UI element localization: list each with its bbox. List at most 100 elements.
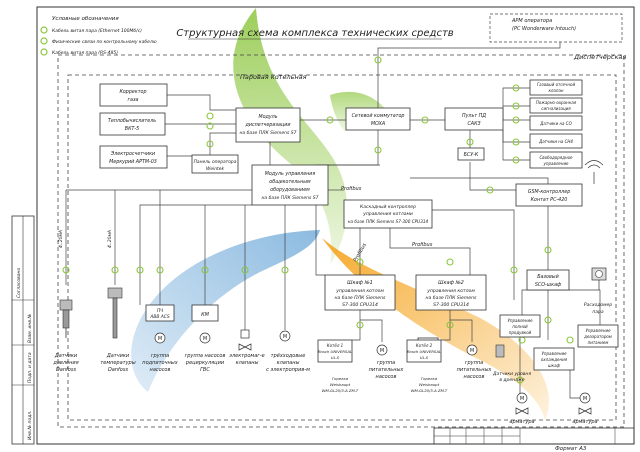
svg-text:насосов: насосов: [376, 374, 397, 380]
block-fire-alarm-signal[interactable]: Пожарно-охранная сигнализация: [529, 97, 583, 114]
steam-flowmeter: Расходомер пара: [584, 267, 612, 315]
block-free-control[interactable]: Свободорядное управление: [529, 151, 583, 169]
page-title: Структурная схема комплекса технических …: [176, 28, 453, 39]
svg-text:управление: управление: [542, 161, 569, 166]
block-bsu[interactable]: БСУ-К: [457, 147, 485, 161]
svg-text:клапан: клапан: [548, 88, 563, 93]
svg-text:общекотельным: общекотельным: [269, 179, 311, 185]
block-ch4-sensors[interactable]: Датчики на CH4: [529, 133, 583, 149]
svg-text:Датчики: Датчики: [54, 353, 78, 359]
svg-text:клапаны: клапаны: [277, 360, 300, 366]
block-heat-calculator[interactable]: Теплобычислитель ВКТ-5: [99, 112, 166, 136]
valve-icon: [238, 329, 592, 415]
stamp-sign-date: Подп. и дата: [27, 352, 33, 383]
block-corrector[interactable]: Корректор газа: [99, 83, 168, 107]
svg-text:Расходомер: Расходомер: [584, 302, 612, 308]
svg-text:управления котлом: управления котлом: [335, 289, 384, 294]
block-operator-panel[interactable]: Панель оператора Weintek: [191, 154, 239, 174]
block-boiler-2[interactable]: Котёл 2 Bosch UNIVERSAL UL-S: [406, 339, 442, 363]
sheet-format: Формат А3: [555, 446, 587, 452]
stamp-agreed: Согласовано: [16, 268, 22, 298]
label-profibus-1: Profibus: [341, 186, 362, 192]
svg-text:Датчики уровня: Датчики уровня: [492, 371, 531, 377]
svg-text:САКЗ: САКЗ: [467, 121, 480, 127]
label-4-20ma-1: 4..20мА: [58, 230, 64, 248]
svg-text:управления котлами: управления котлами: [362, 212, 413, 217]
dispatch-zone: [57, 54, 625, 428]
block-pd-sakz[interactable]: Пульт ПД САКЗ: [444, 107, 504, 131]
svg-text:Панель оператора: Панель оператора: [194, 159, 237, 165]
svg-text:насосов: насосов: [150, 367, 171, 373]
operator-workstation-box[interactable]: [489, 13, 623, 43]
svg-text:ПЧ: ПЧ: [157, 308, 163, 314]
svg-text:Weishaupt: Weishaupt: [330, 382, 351, 387]
temperature-sensor-icon: [107, 287, 123, 339]
svg-text:Контат PC-420: Контат PC-420: [531, 197, 568, 203]
block-gas-valve-signal[interactable]: Газовый отсечной клапан: [529, 79, 583, 96]
caption-temperature-sensors: Датчики температуры Danfoss: [100, 353, 135, 373]
svg-text:Электросчетчики: Электросчетчики: [110, 151, 155, 157]
burner-1-caption: Горелка Weishaupt WM-GL20/3-A ZM-T: [322, 376, 359, 393]
block-deaerator-control[interactable]: Управление деаэратором питанием: [577, 324, 619, 348]
svg-text:UL-S: UL-S: [420, 355, 429, 360]
svg-text:Управление: Управление: [541, 351, 567, 356]
svg-text:Шкаф №2: Шкаф №2: [438, 280, 464, 286]
svg-text:охлаждения: охлаждения: [541, 357, 568, 362]
svg-text:оборудованием: оборудованием: [270, 187, 310, 193]
svg-text:рециркуляции: рециркуляции: [185, 360, 225, 366]
svg-text:управления котлом: управления котлом: [426, 289, 475, 294]
svg-text:M: M: [380, 348, 384, 354]
svg-text:подпиточных: подпиточных: [142, 360, 177, 366]
svg-text:клапаны: клапаны: [236, 360, 259, 366]
block-cooling-control[interactable]: Управление охлаждения шкаф: [533, 347, 575, 371]
svg-text:диспетчеризации: диспетчеризации: [245, 123, 291, 128]
drain-sensor-icon: [495, 344, 505, 358]
svg-text:питательных: питательных: [369, 367, 404, 373]
block-dispatch-module[interactable]: Модуль диспетчеризации на базе ПЛК Sieme…: [235, 107, 301, 143]
block-cascade-controller[interactable]: Каскадный контроллер управления котлами …: [343, 199, 433, 229]
svg-text:UL-S: UL-S: [331, 355, 340, 360]
block-network-switch[interactable]: Сетевой коммутатор MOXA: [345, 107, 411, 131]
legend-heading: Условные обозначения: [52, 16, 119, 22]
svg-text:трёхходовые: трёхходовые: [271, 353, 306, 359]
block-gsm-controller[interactable]: GSM-контроллер Контат PC-420: [515, 183, 583, 207]
block-contactor[interactable]: КМ: [191, 304, 219, 322]
svg-text:Управление: Управление: [585, 328, 611, 333]
block-abb-drive[interactable]: ПЧ ABB ACS: [145, 304, 175, 322]
caption-electromagnetic-valves: электромаг-е клапаны: [229, 353, 265, 366]
svg-text:Базовый: Базовый: [537, 274, 558, 280]
svg-text:Шкаф №1: Шкаф №1: [347, 280, 373, 286]
block-electricity-meter[interactable]: Электросчетчики Меркурий АРТМ-03: [99, 145, 168, 169]
svg-text:температуры: температуры: [100, 360, 135, 366]
svg-text:M: M: [470, 348, 474, 354]
svg-text:в дренаже: в дренаже: [499, 378, 525, 383]
svg-text:пара: пара: [592, 310, 604, 315]
svg-text:Модуль: Модуль: [258, 114, 277, 120]
legend-item-ethernet: Кабель витая пара (Ethernet 100Мб/с): [52, 28, 142, 34]
svg-text:WM-GL20/3-A ZM-T: WM-GL20/3-A ZM-T: [411, 388, 448, 393]
svg-text:MOXA: MOXA: [371, 121, 385, 127]
svg-text:КМ: КМ: [201, 312, 210, 318]
block-cabinet-2[interactable]: Шкаф №2 управления котлом на базе ПЛК Si…: [415, 274, 487, 311]
block-main-plc[interactable]: Модуль управления общекотельным оборудов…: [251, 164, 329, 206]
block-base-sco[interactable]: Базовый SCO-шкаф: [526, 269, 570, 291]
svg-text:S7-300 CPU314: S7-300 CPU314: [433, 302, 469, 308]
block-blowdown-control[interactable]: Управление полной продувкой: [499, 314, 541, 338]
svg-text:Управление: Управление: [507, 318, 533, 323]
svg-text:БСУ-К: БСУ-К: [464, 152, 479, 158]
svg-text:группа: группа: [465, 360, 483, 366]
sheet-frame: [36, 6, 635, 445]
svg-text:на базе ПЛК Siemens S7: на базе ПЛК Siemens S7: [239, 130, 296, 136]
block-boiler-1[interactable]: Котёл 1 Bosch UNIVERSAL UL-S: [317, 339, 353, 363]
svg-text:полной: полной: [512, 324, 528, 329]
caption-fitting-2: арматура: [572, 419, 597, 425]
block-cabinet-1[interactable]: Шкаф №1 управления котлом на базе ПЛК Si…: [324, 274, 396, 311]
svg-text:давления: давления: [52, 360, 78, 366]
legend-item-control: Физические связи по контрольному кабелю: [52, 39, 157, 45]
block-co-sensors[interactable]: Датчики на CO: [529, 115, 583, 131]
motor-icons: [154, 330, 591, 404]
boiler-zone: [67, 74, 617, 421]
svg-text:ABB ACS: ABB ACS: [149, 314, 170, 320]
svg-text:шкаф: шкаф: [548, 363, 561, 368]
svg-text:Каскадный контроллер: Каскадный контроллер: [360, 204, 416, 210]
